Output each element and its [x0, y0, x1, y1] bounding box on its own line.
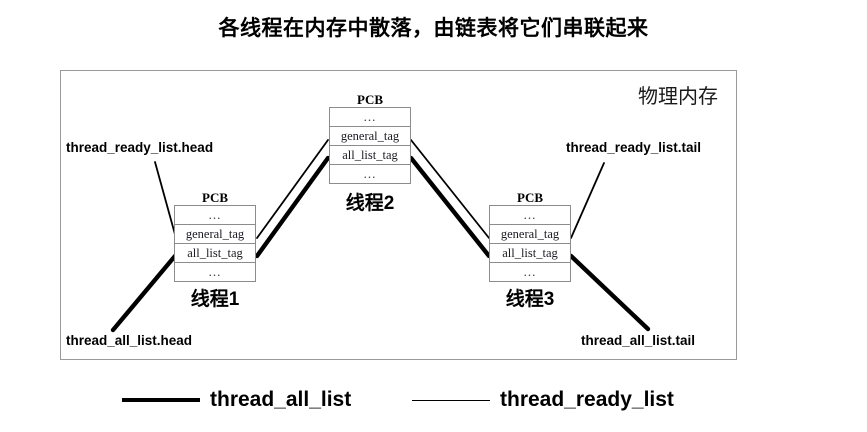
- thread-name-1: 线程1: [190, 289, 240, 310]
- pcb-thread-1: PCB ... general_tag all_list_tag ...: [174, 190, 256, 282]
- legend-label-thread-ready-list: thread_ready_list: [500, 388, 674, 411]
- pcb-table: ... general_tag all_list_tag ...: [329, 107, 411, 184]
- pcb-table: ... general_tag all_list_tag ...: [489, 205, 571, 282]
- pcb-row-general-tag: general_tag: [330, 127, 410, 146]
- pcb-thread-3: PCB ... general_tag all_list_tag ...: [489, 190, 571, 282]
- legend-label-thread-all-list: thread_all_list: [210, 388, 352, 411]
- pcb-row-dots-top: ...: [490, 206, 570, 225]
- physical-memory-label: 物理内存: [638, 86, 718, 108]
- pcb-row-all-list-tag: all_list_tag: [490, 244, 570, 263]
- pcb-row-general-tag: general_tag: [175, 225, 255, 244]
- label-thread-all-list-head: thread_all_list.head: [66, 333, 193, 348]
- legend-item-thread-all-list: thread_all_list: [122, 388, 351, 412]
- thread-name-3: 线程3: [505, 289, 555, 310]
- label-thread-ready-list-head: thread_ready_list.head: [66, 140, 214, 155]
- pcb-row-all-list-tag: all_list_tag: [175, 244, 255, 263]
- pcb-row-general-tag: general_tag: [490, 225, 570, 244]
- pcb-table: ... general_tag all_list_tag ...: [174, 205, 256, 282]
- thread-name-2: 线程2: [345, 193, 395, 214]
- pcb-thread-2: PCB ... general_tag all_list_tag ...: [329, 92, 411, 184]
- page-title: 各线程在内存中散落，由链表将它们串联起来: [218, 16, 649, 40]
- label-thread-ready-list-tail: thread_ready_list.tail: [566, 140, 702, 155]
- pcb-caption: PCB: [517, 190, 543, 205]
- legend-item-thread-ready-list: thread_ready_list: [412, 388, 674, 412]
- label-thread-all-list-tail: thread_all_list.tail: [581, 333, 696, 348]
- legend-swatch-thin-line: [412, 399, 490, 401]
- legend-swatch-thick-line: [122, 398, 200, 402]
- legend: thread_all_list thread_ready_list: [0, 388, 867, 428]
- pcb-caption: PCB: [202, 190, 228, 205]
- pcb-caption: PCB: [357, 92, 383, 107]
- pcb-row-dots-bottom: ...: [175, 263, 255, 282]
- pcb-row-dots-top: ...: [330, 108, 410, 127]
- pcb-row-all-list-tag: all_list_tag: [330, 146, 410, 165]
- pcb-row-dots-top: ...: [175, 206, 255, 225]
- pcb-row-dots-bottom: ...: [490, 263, 570, 282]
- pcb-row-dots-bottom: ...: [330, 165, 410, 184]
